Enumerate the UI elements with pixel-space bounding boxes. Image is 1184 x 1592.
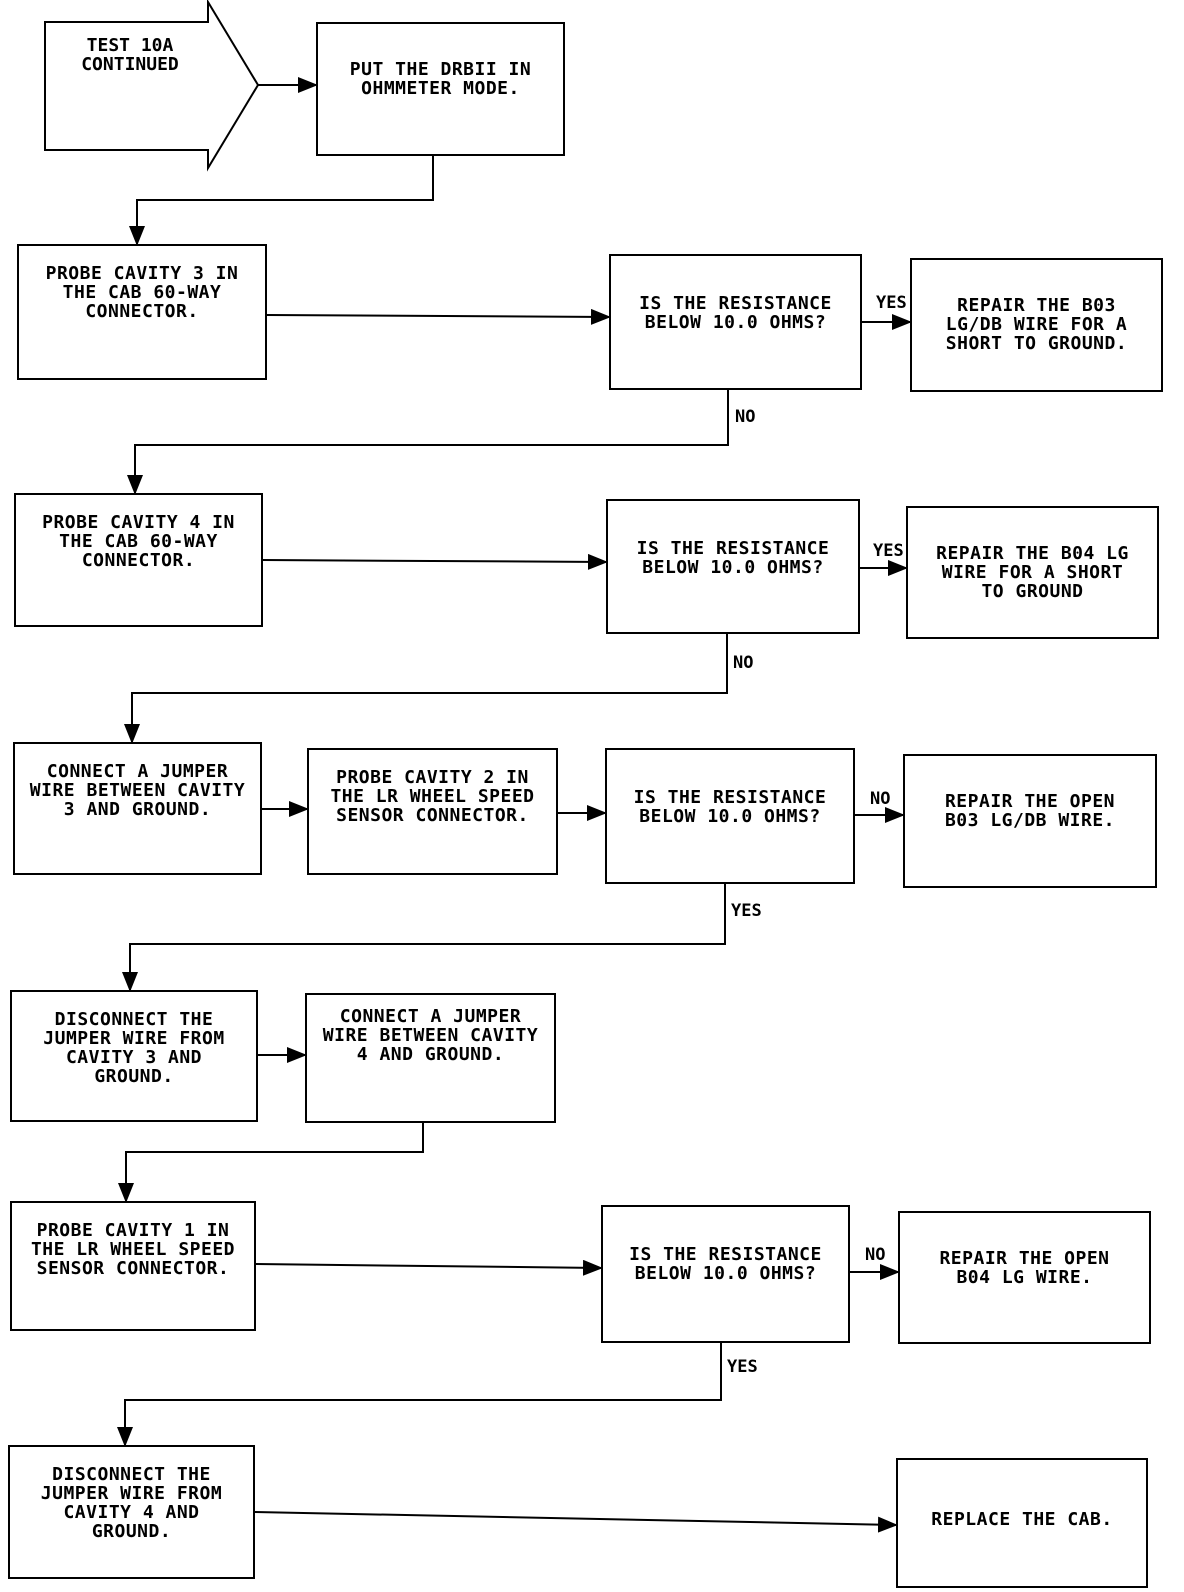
result-text: REPAIR THE B04 LG WIRE FOR A SHORT TO GR… <box>936 543 1129 602</box>
step-jumper-cavity-4: CONNECT A JUMPER WIRE BETWEEN CAVITY 4 A… <box>305 993 556 1123</box>
step-disconnect-cavity-4: DISCONNECT THE JUMPER WIRE FROM CAVITY 4… <box>8 1445 255 1579</box>
decision-4: IS THE RESISTANCE BELOW 10.0 OHMS? <box>601 1205 850 1343</box>
result-repair-b04-short: REPAIR THE B04 LG WIRE FOR A SHORT TO GR… <box>906 506 1159 639</box>
step-text: CONNECT A JUMPER WIRE BETWEEN CAVITY 4 A… <box>322 1006 539 1065</box>
result-repair-b03-short: REPAIR THE B03 LG/DB WIRE FOR A SHORT TO… <box>910 258 1163 392</box>
step-jumper-cavity-3: CONNECT A JUMPER WIRE BETWEEN CAVITY 3 A… <box>13 742 262 875</box>
step-text: PUT THE DRBII IN OHMMETER MODE. <box>349 59 532 99</box>
step-text: PROBE CAVITY 1 IN THE LR WHEEL SPEED SEN… <box>30 1220 236 1279</box>
step-text: DISCONNECT THE JUMPER WIRE FROM CAVITY 3… <box>43 1009 225 1087</box>
start-label: TEST 10A CONTINUED <box>81 35 179 75</box>
result-text: REPLACE THE CAB. <box>931 1509 1113 1530</box>
step-text: DISCONNECT THE JUMPER WIRE FROM CAVITY 4… <box>40 1464 223 1542</box>
label-no: NO <box>870 789 891 809</box>
decision-3: IS THE RESISTANCE BELOW 10.0 OHMS? <box>605 748 855 884</box>
step-probe-lr-cavity-2: PROBE CAVITY 2 IN THE LR WHEEL SPEED SEN… <box>307 748 558 875</box>
step-text: PROBE CAVITY 2 IN THE LR WHEEL SPEED SEN… <box>330 767 535 826</box>
label-no: NO <box>733 653 754 673</box>
result-text: REPAIR THE B03 LG/DB WIRE FOR A SHORT TO… <box>945 295 1128 354</box>
decision-text: IS THE RESISTANCE BELOW 10.0 OHMS? <box>636 538 830 578</box>
decision-text: IS THE RESISTANCE BELOW 10.0 OHMS? <box>629 1244 822 1284</box>
step-put-ohmmeter: PUT THE DRBII IN OHMMETER MODE. <box>316 22 565 156</box>
label-yes: YES <box>731 901 762 921</box>
step-probe-cavity-3: PROBE CAVITY 3 IN THE CAB 60-WAY CONNECT… <box>17 244 267 380</box>
result-text: REPAIR THE OPEN B03 LG/DB WIRE. <box>944 791 1116 831</box>
label-yes: YES <box>873 541 904 561</box>
step-probe-cavity-4: PROBE CAVITY 4 IN THE CAB 60-WAY CONNECT… <box>14 493 263 627</box>
result-repair-b04-open: REPAIR THE OPEN B04 LG WIRE. <box>898 1211 1151 1344</box>
decision-text: IS THE RESISTANCE BELOW 10.0 OHMS? <box>633 787 827 827</box>
start-arrow-shape <box>44 0 260 172</box>
result-replace-cab: REPLACE THE CAB. <box>896 1458 1148 1588</box>
decision-2: IS THE RESISTANCE BELOW 10.0 OHMS? <box>606 499 860 634</box>
label-yes: YES <box>876 293 907 313</box>
step-probe-lr-cavity-1: PROBE CAVITY 1 IN THE LR WHEEL SPEED SEN… <box>10 1201 256 1331</box>
decision-text: IS THE RESISTANCE BELOW 10.0 OHMS? <box>639 293 832 333</box>
result-repair-b03-open: REPAIR THE OPEN B03 LG/DB WIRE. <box>903 754 1157 888</box>
label-no: NO <box>865 1245 886 1265</box>
step-text: CONNECT A JUMPER WIRE BETWEEN CAVITY 3 A… <box>29 761 246 820</box>
step-text: PROBE CAVITY 4 IN THE CAB 60-WAY CONNECT… <box>42 512 235 571</box>
result-text: REPAIR THE OPEN B04 LG WIRE. <box>939 1248 1110 1288</box>
label-yes: YES <box>727 1357 758 1377</box>
step-disconnect-cavity-3: DISCONNECT THE JUMPER WIRE FROM CAVITY 3… <box>10 990 258 1122</box>
decision-1: IS THE RESISTANCE BELOW 10.0 OHMS? <box>609 254 862 390</box>
label-no: NO <box>735 407 756 427</box>
step-text: PROBE CAVITY 3 IN THE CAB 60-WAY CONNECT… <box>45 263 239 322</box>
